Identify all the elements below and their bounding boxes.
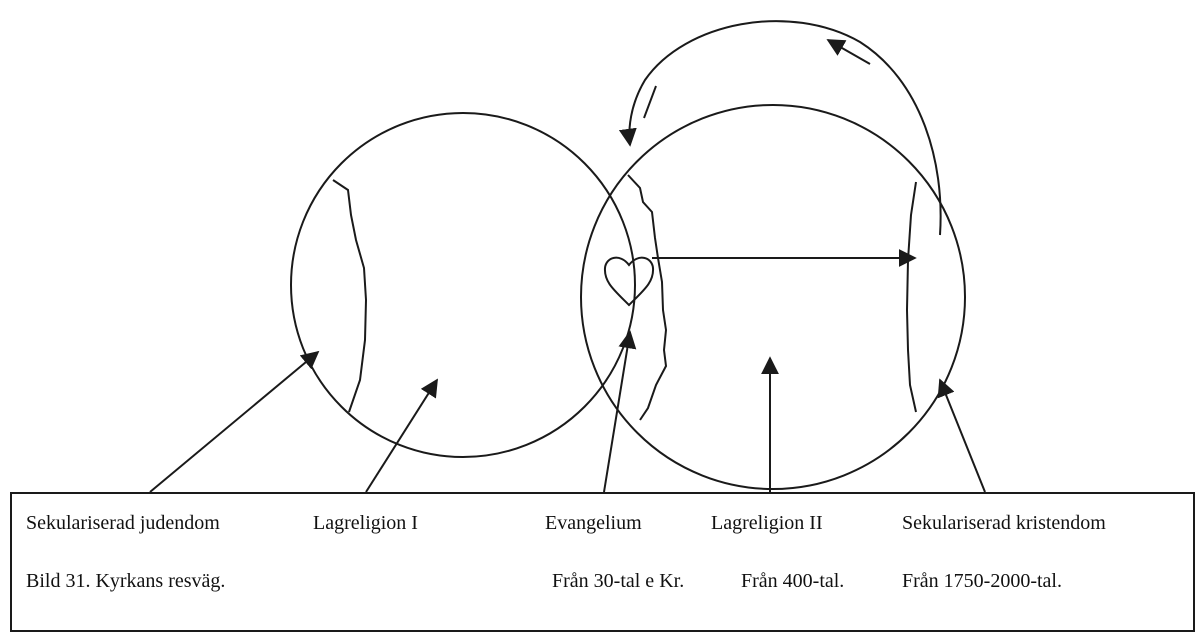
left-boundary-line	[332, 179, 368, 413]
left-circle	[290, 112, 636, 458]
pointer-gospel	[603, 330, 637, 493]
right-circle	[580, 104, 966, 490]
return-arc-arrow	[618, 20, 942, 236]
label-secularized-christianity: Sekulariserad kristendom	[902, 512, 1106, 534]
pointer-secularized-christianity	[937, 378, 986, 493]
period-lay-religion-2: Från 400-tal.	[741, 570, 845, 592]
figure-caption: Bild 31. Kyrkans resväg.	[26, 570, 226, 592]
arc-tick-line	[643, 85, 657, 119]
heart-icon	[603, 256, 655, 307]
period-gospel: Från 30-tal e Kr.	[552, 570, 685, 592]
label-lay-religion-2: Lagreligion II	[711, 512, 823, 534]
period-secularized-christianity: Från 1750-2000-tal.	[902, 570, 1062, 592]
label-secularized-judaism: Sekulariserad judendom	[26, 512, 220, 534]
label-lay-religion-1: Lagreligion I	[313, 512, 418, 534]
label-gospel: Evangelium	[545, 512, 642, 534]
pointer-secularized-judaism	[149, 350, 320, 493]
pointer-lay-religion-1	[365, 378, 438, 493]
gospel-boundary-line	[627, 174, 668, 421]
right-boundary-line	[905, 181, 917, 413]
caption-box	[10, 492, 1195, 632]
arc-arrow-mark	[826, 39, 871, 65]
